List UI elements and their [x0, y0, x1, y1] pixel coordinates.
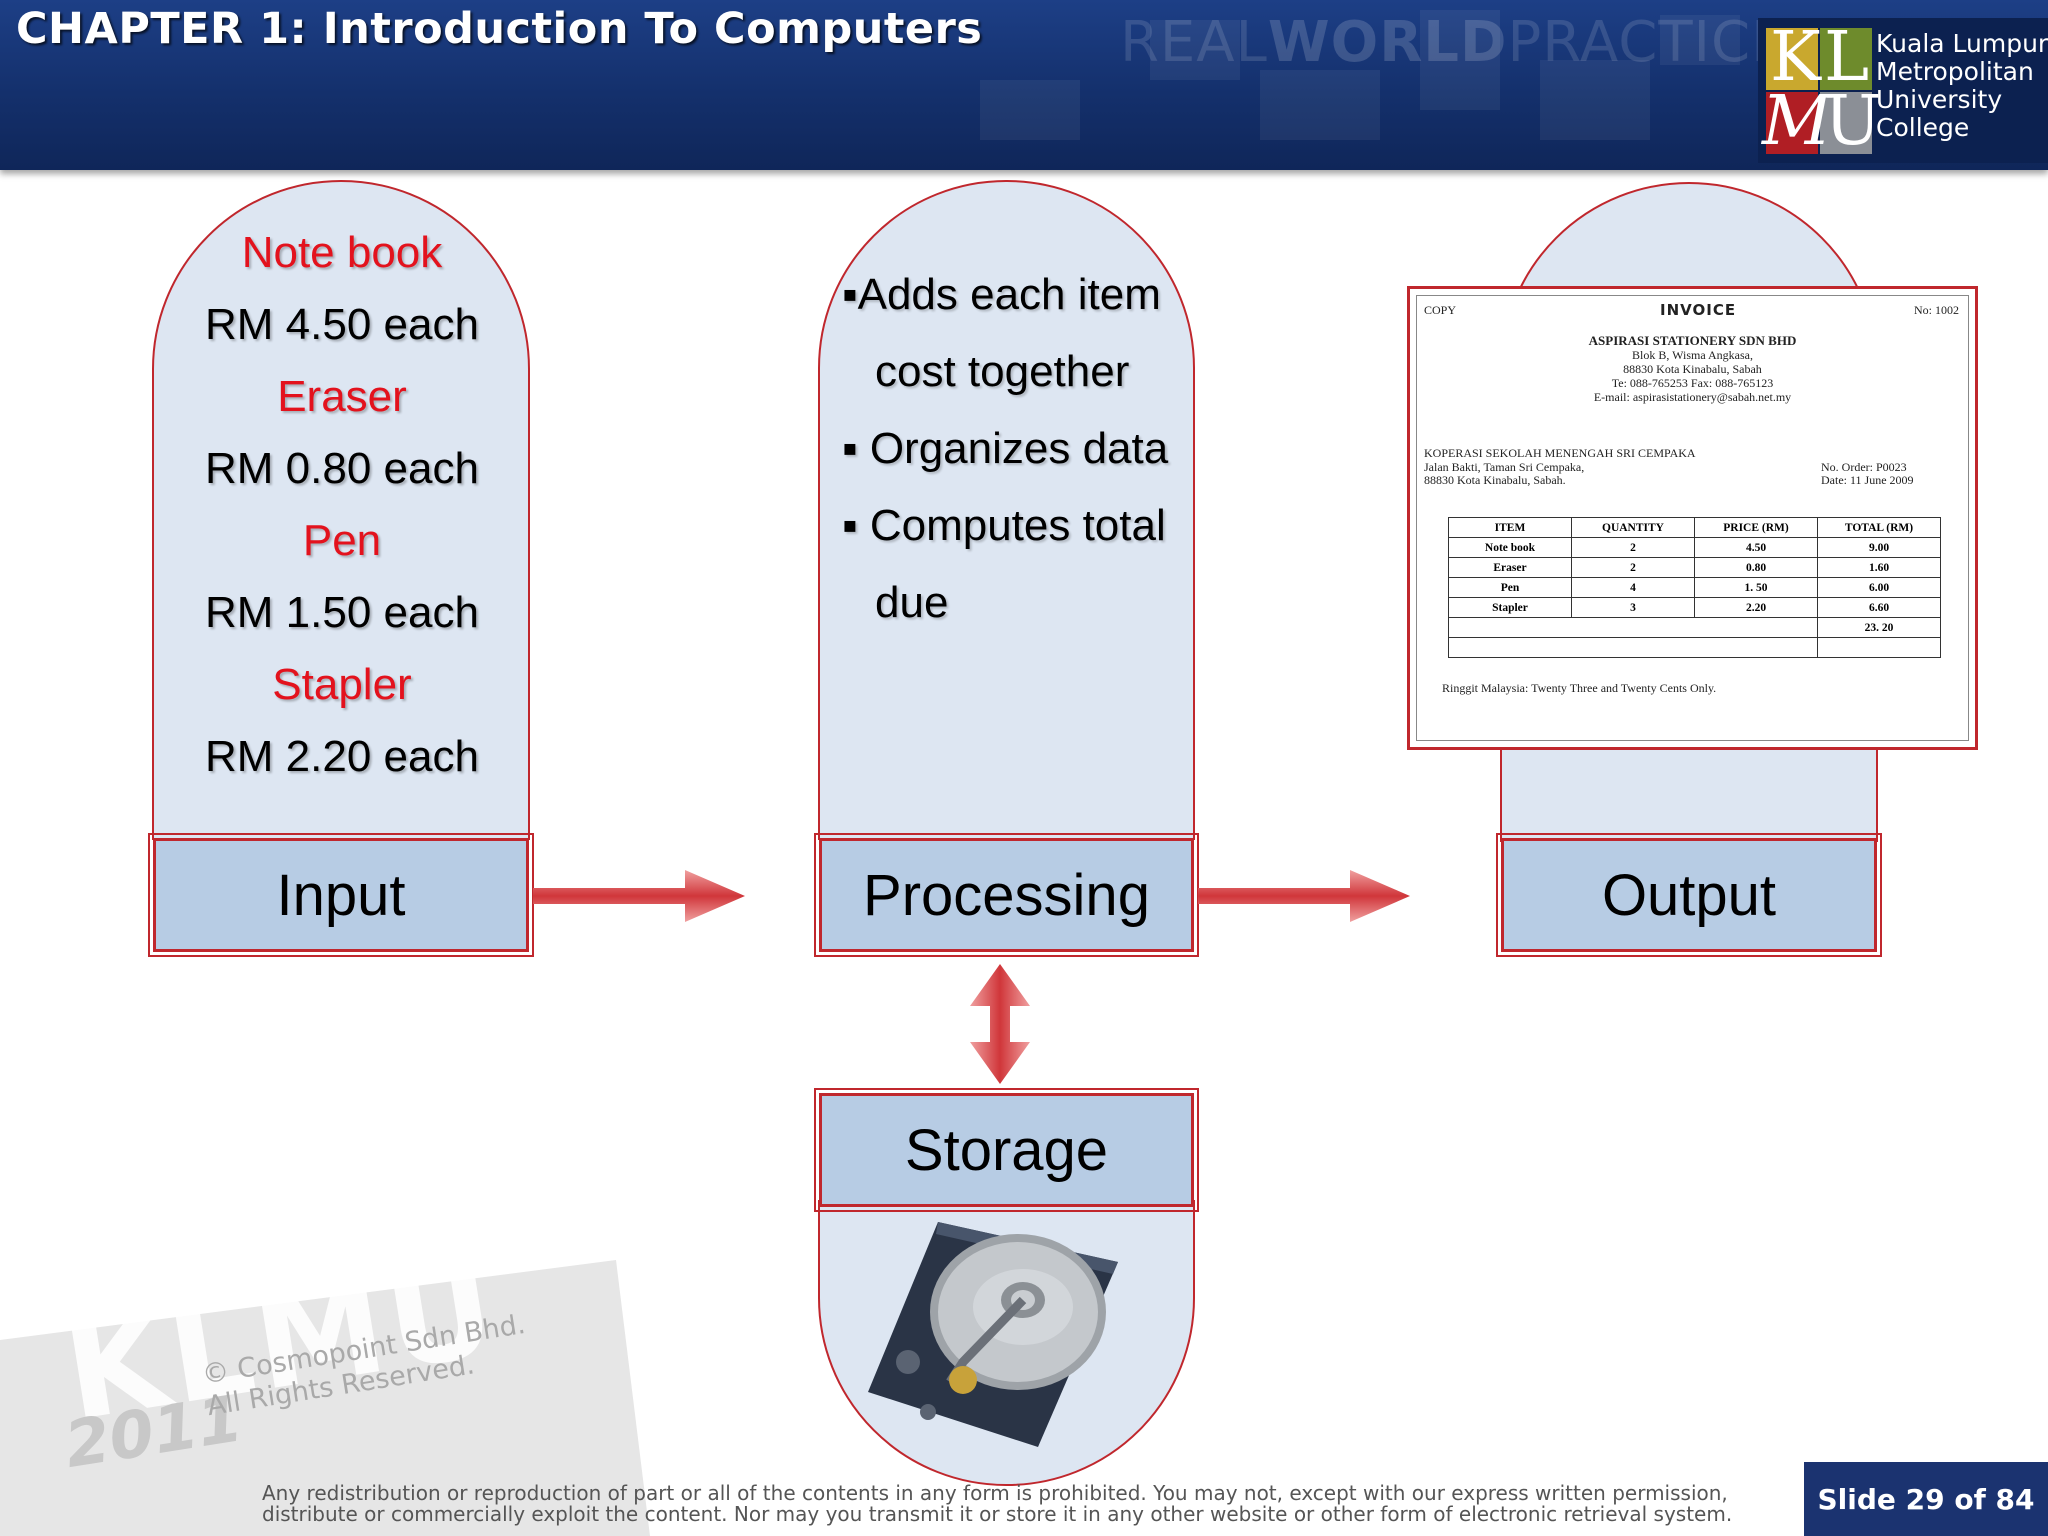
- invoice-phone: Te: 088-765253 Fax: 088-765123: [1611, 376, 1774, 390]
- invoice-customer-name: KOPERASI SEKOLAH MENENGAH SRI CEMPAKA: [1424, 446, 1696, 460]
- invoice-copy-label: COPY: [1424, 303, 1457, 317]
- footer-notice: Any redistribution or reproduction of pa…: [262, 1481, 1733, 1526]
- copyright-watermark: [0, 1260, 650, 1536]
- logo-letter-u: U: [1824, 82, 1882, 161]
- processing-storage-double-arrow: [970, 964, 1030, 1084]
- column-total: TOTAL (RM): [1817, 517, 1941, 538]
- college-name: Kuala Lumpur Metropolitan University Col…: [1876, 29, 2048, 142]
- invoice-date: Date: 11 June 2009: [1821, 473, 1914, 487]
- invoice-company: ASPIRASI STATIONERY SDN BHD: [1588, 333, 1797, 348]
- invoice-customer-address-2: 88830 Kota Kinabalu, Sabah.: [1424, 473, 1566, 487]
- item-price-notebook: RM 4.50 each: [205, 300, 479, 349]
- slide-number: Slide 29 of 84: [1804, 1462, 2048, 1536]
- table-row-total: 23. 20: [1448, 617, 1941, 638]
- invoice-document: COPY INVOICE No: 1002 ASPIRASI STATIONER…: [1407, 286, 1978, 750]
- table-row: Pen 4 1. 50 6.00: [1448, 577, 1941, 598]
- storage-box: Storage: [814, 1088, 1199, 1212]
- klmu-logo: K L M U: [1758, 18, 2048, 163]
- column-quantity: QUANTITY: [1571, 517, 1695, 538]
- item-price-eraser: RM 0.80 each: [205, 444, 479, 493]
- input-to-processing-arrow: [533, 870, 745, 922]
- invoice-order-number: No. Order: P0023: [1821, 460, 1907, 474]
- chapter-title: CHAPTER 1: Introduction To Computers: [16, 4, 983, 54]
- column-item: ITEM: [1448, 517, 1572, 538]
- item-name-pen: Pen: [302, 516, 382, 565]
- processing-box: Processing: [814, 833, 1199, 957]
- item-name-stapler: Stapler: [272, 660, 412, 709]
- invoice-address-1: Blok B, Wisma Angkasa,: [1632, 348, 1753, 362]
- processing-bullet-1: ▪Adds each item: [842, 270, 1161, 319]
- column-price: PRICE (RM): [1694, 517, 1818, 538]
- processing-bullet-3-cont: due: [875, 578, 949, 627]
- processing-panel: [818, 180, 1195, 840]
- invoice-address-2: 88830 Kota Kinabalu, Sabah: [1623, 362, 1762, 376]
- input-panel: [152, 180, 530, 840]
- item-name-eraser: Eraser: [277, 372, 407, 421]
- invoice-customer-address-1: Jalan Bakti, Taman Sri Cempaka,: [1424, 460, 1585, 474]
- invoice-amount-in-words: Ringgit Malaysia: Twenty Three and Twent…: [1442, 681, 1717, 695]
- invoice-email: E-mail: aspirasistationery@sabah.net.my: [1593, 390, 1792, 404]
- invoice-title: INVOICE: [1660, 301, 1737, 319]
- processing-to-output-arrow: [1198, 870, 1410, 922]
- input-box: Input: [148, 833, 534, 957]
- item-price-pen: RM 1.50 each: [205, 588, 479, 637]
- watermark-shape: [0, 1260, 650, 1536]
- output-box: Output: [1496, 833, 1882, 957]
- item-price-stapler: RM 2.20 each: [205, 732, 479, 781]
- processing-bullet-1-cont: cost together: [875, 347, 1130, 396]
- invoice-number: No: 1002: [1914, 303, 1959, 317]
- logo-letter-m: M: [1762, 82, 1832, 161]
- table-row: Note book 2 4.50 9.00: [1448, 537, 1941, 558]
- invoice-table-header: ITEM QUANTITY PRICE (RM) TOTAL (RM): [1448, 517, 1941, 538]
- invoice-grand-total: 23. 20: [1817, 617, 1941, 638]
- real-world-practice-watermark: REALWORLDPRACTICE: [1120, 10, 1788, 75]
- table-row: Eraser 2 0.80 1.60: [1448, 557, 1941, 578]
- invoice-border: [1416, 295, 1969, 741]
- invoice-table: ITEM QUANTITY PRICE (RM) TOTAL (RM) Note…: [1448, 517, 1941, 658]
- item-name-notebook: Note book: [241, 228, 443, 277]
- processing-bullet-2: ▪ Organizes data: [842, 424, 1169, 473]
- hard-disk-drive-image: [868, 1222, 1118, 1447]
- logo-letter-l: L: [1824, 18, 1870, 97]
- table-row-blank: [1448, 637, 1941, 658]
- processing-bullet-3: ▪ Computes total: [842, 501, 1166, 550]
- slide-header: [0, 0, 2048, 170]
- table-row: Stapler 3 2.20 6.60: [1448, 597, 1941, 618]
- logo-letter-k: K: [1770, 18, 1821, 97]
